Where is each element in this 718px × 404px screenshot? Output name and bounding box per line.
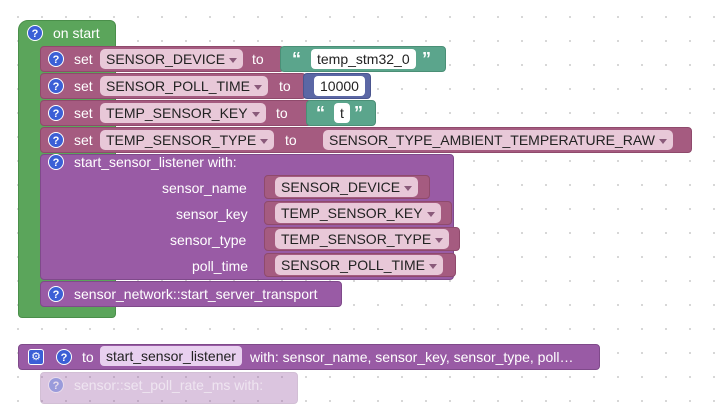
set-keyword: set xyxy=(74,105,93,121)
number-field[interactable]: 10000 xyxy=(314,76,365,96)
sensor-type-value: SENSOR_TYPE_AMBIENT_TEMPERATURE_RAW xyxy=(329,132,655,148)
variable-name: TEMP_SENSOR_TYPE xyxy=(281,231,432,247)
close-quote: ” xyxy=(354,103,363,123)
procedure-label: start_sensor_listener with: xyxy=(74,154,237,170)
variable-name: TEMP_SENSOR_TYPE xyxy=(106,132,257,148)
variable-dropdown[interactable]: TEMP_SENSOR_KEY xyxy=(275,203,441,223)
set-poll-rate-label: sensor::set_poll_rate_ms with: xyxy=(74,377,264,393)
variable-dropdown[interactable]: TEMP_SENSOR_TYPE xyxy=(100,130,275,150)
chevron-down-icon xyxy=(260,138,269,144)
set-keyword: set xyxy=(74,132,93,148)
param-name: sensor_type xyxy=(170,232,247,248)
procedure-params: with: sensor_name, sensor_key, sensor_ty… xyxy=(250,349,574,365)
chevron-down-icon xyxy=(428,263,437,269)
param-name: sensor_name xyxy=(162,180,247,196)
procedure-name-field[interactable]: start_sensor_listener xyxy=(100,346,242,366)
chevron-down-icon xyxy=(229,57,238,63)
sensor-type-dropdown[interactable]: SENSOR_TYPE_AMBIENT_TEMPERATURE_RAW xyxy=(323,130,673,150)
text-field[interactable]: t xyxy=(334,103,350,123)
variable-dropdown[interactable]: SENSOR_POLL_TIME xyxy=(275,255,443,275)
to-keyword: to xyxy=(279,78,291,94)
set-keyword: set xyxy=(74,51,93,67)
help-icon[interactable]: ? xyxy=(56,349,72,365)
variable-name: SENSOR_POLL_TIME xyxy=(281,257,425,273)
chevron-down-icon xyxy=(426,211,435,217)
chevron-down-icon xyxy=(253,84,262,90)
start-server-transport-block[interactable] xyxy=(40,281,342,307)
transport-label: sensor_network::start_server_transport xyxy=(74,286,318,302)
open-quote: “ xyxy=(292,49,301,69)
to-keyword: to xyxy=(82,349,94,365)
help-icon[interactable]: ? xyxy=(48,105,64,121)
help-icon[interactable]: ? xyxy=(48,286,64,302)
chevron-down-icon xyxy=(435,237,444,243)
param-name: sensor_key xyxy=(176,206,248,222)
variable-dropdown[interactable]: SENSOR_POLL_TIME xyxy=(100,76,268,96)
open-quote: “ xyxy=(316,103,325,123)
variable-name: TEMP_SENSOR_KEY xyxy=(106,105,248,121)
help-icon[interactable]: ? xyxy=(27,25,43,41)
chevron-down-icon xyxy=(404,185,413,191)
help-icon[interactable]: ? xyxy=(48,132,64,148)
to-keyword: to xyxy=(276,105,288,121)
close-quote: ” xyxy=(422,49,431,69)
text-field[interactable]: temp_stm32_0 xyxy=(311,49,416,69)
variable-name: SENSOR_POLL_TIME xyxy=(106,78,250,94)
chevron-down-icon xyxy=(658,138,667,144)
event-label: on start xyxy=(53,25,100,41)
variable-dropdown[interactable]: SENSOR_DEVICE xyxy=(100,49,244,69)
chevron-down-icon xyxy=(251,111,260,117)
to-keyword: to xyxy=(252,51,264,67)
help-icon[interactable]: ? xyxy=(48,78,64,94)
variable-name: SENSOR_DEVICE xyxy=(281,179,401,195)
variable-dropdown[interactable]: TEMP_SENSOR_KEY xyxy=(100,103,266,123)
variable-dropdown[interactable]: TEMP_SENSOR_TYPE xyxy=(275,229,450,249)
variable-dropdown[interactable]: SENSOR_DEVICE xyxy=(275,177,419,197)
to-keyword: to xyxy=(285,132,297,148)
set-keyword: set xyxy=(74,78,93,94)
param-name: poll_time xyxy=(192,258,249,274)
gear-icon[interactable]: ⚙ xyxy=(28,349,44,365)
variable-name: SENSOR_DEVICE xyxy=(106,51,226,67)
variable-name: TEMP_SENSOR_KEY xyxy=(281,205,423,221)
help-icon[interactable]: ? xyxy=(48,154,64,170)
help-icon[interactable]: ? xyxy=(48,51,64,67)
help-icon[interactable]: ? xyxy=(48,377,64,393)
